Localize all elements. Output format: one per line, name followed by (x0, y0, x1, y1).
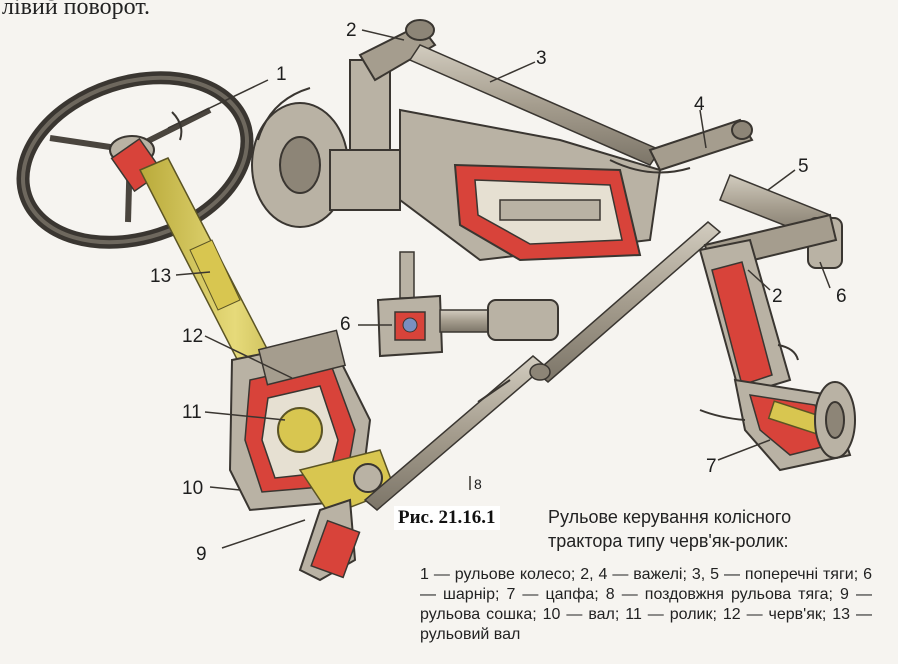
front-beam (399, 108, 662, 262)
rotation-arrows (171, 87, 799, 421)
joint-detail-drawing (376, 251, 559, 358)
steering-gearbox (228, 329, 396, 516)
callout-11: 11 (182, 402, 202, 423)
steering-wheel (16, 71, 254, 249)
header-text: лівий поворот. (2, 0, 151, 20)
callout-2-top: 2 (346, 20, 357, 41)
callout-8: 8 (474, 476, 482, 492)
callout-5: 5 (798, 156, 809, 177)
top-linkage (251, 19, 754, 228)
callout-12: 12 (182, 326, 204, 347)
figure-legend: 1 — рульове колесо; 2, 4 — важелі; 3, 5 … (420, 566, 872, 643)
leader-lines (167, 29, 831, 549)
steering-knuckle (698, 238, 856, 472)
callout-7: 7 (706, 456, 717, 477)
callout-9: 9 (196, 544, 207, 565)
callout-2-right: 2 (772, 286, 783, 307)
callout-6-right: 6 (836, 286, 847, 307)
callout-1: 1 (276, 64, 287, 85)
callout-6-detail: 6 (340, 314, 351, 335)
pitman-arm (298, 498, 361, 582)
drag-link-rod (363, 221, 722, 511)
callout-13: 13 (150, 266, 172, 287)
figure-label: Рис. 21.16.1 (394, 506, 500, 530)
callout-3: 3 (536, 48, 547, 69)
callout-10: 10 (182, 478, 204, 499)
callout-4: 4 (694, 94, 705, 115)
figure-title: Рульове керування колісного трактора тип… (548, 507, 792, 551)
